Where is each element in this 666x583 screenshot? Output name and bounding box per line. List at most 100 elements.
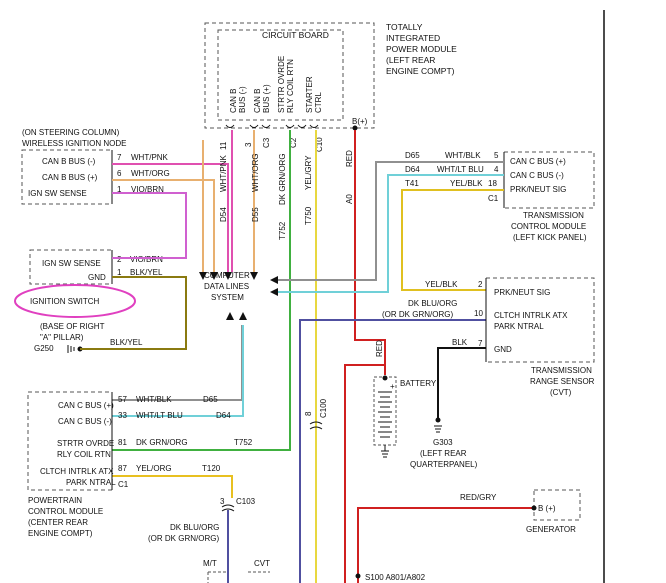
g250-ground-symbol bbox=[67, 345, 75, 353]
vlabel-dk-grn-org: DK GRN/ORG bbox=[278, 153, 287, 205]
pcm-row5-wire: YEL/ORG bbox=[136, 464, 172, 473]
win-row2-label: CAN B BUS (+) bbox=[42, 173, 98, 182]
wire-wht-lt-blu-tcm bbox=[278, 174, 504, 293]
splice-s100: S100 A801/A802 bbox=[355, 573, 426, 582]
tipm-pin1-label2: BUS (-) bbox=[238, 86, 247, 113]
tipm-pin-c10: C10 bbox=[315, 137, 324, 152]
win-title-1: (ON STEERING COLUMN) bbox=[22, 128, 120, 137]
g303-ground-symbol bbox=[434, 425, 442, 433]
arrow-up-2 bbox=[239, 312, 247, 320]
vlabel-a0: A0 bbox=[345, 194, 354, 204]
battery: + BATTERY bbox=[373, 375, 437, 458]
win-row2-wire: WHT/ORG bbox=[131, 169, 170, 178]
ign-row1-wire: VIO/BRN bbox=[130, 255, 163, 264]
wires-left bbox=[80, 130, 386, 583]
c103-wire-1: DK BLU/ORG bbox=[170, 523, 219, 532]
pcm-row2-label: CAN C BUS (-) bbox=[58, 417, 112, 426]
c103-symbol bbox=[221, 504, 235, 512]
tcm-row2-pin: 4 bbox=[494, 165, 499, 174]
wire-dk-grn-org bbox=[112, 130, 291, 451]
pcm-row5-label: CLTCH INTRLK ATX bbox=[40, 467, 114, 476]
tipm-pin5-label1: STARTER bbox=[305, 76, 314, 113]
trs-row2-label: CLTCH INTRLK ATX bbox=[494, 311, 568, 320]
tcm-row1-wire: WHT/BLK bbox=[445, 151, 481, 160]
tipm-pin3-label1: STRTR OVRDE bbox=[277, 56, 286, 113]
circuit-board-title: CIRCUIT BOARD bbox=[262, 30, 329, 40]
win-title-2: WIRELESS IGNITION NODE bbox=[22, 139, 126, 148]
ign-row2-label: GND bbox=[88, 273, 106, 282]
pcm-desc-3: (CENTER REAR bbox=[28, 518, 88, 527]
wire-wht-blk-pcm bbox=[112, 325, 243, 401]
win-box bbox=[21, 149, 113, 205]
c103-name: C103 bbox=[236, 497, 256, 506]
mt-label: M/T bbox=[203, 559, 217, 568]
g303-loc-2: QUARTERPANEL) bbox=[410, 460, 478, 469]
pcm-row2-circuit: D64 bbox=[216, 411, 231, 420]
wire-yel-org bbox=[112, 475, 233, 498]
arrow-4 bbox=[250, 272, 258, 280]
tipm-desc-2: INTEGRATED bbox=[386, 33, 440, 43]
tipm-desc-5: ENGINE COMPT) bbox=[386, 66, 455, 76]
tcm-row3-wire: YEL/BLK bbox=[450, 179, 483, 188]
mt-cvt-lines bbox=[207, 571, 270, 583]
battery-cells bbox=[378, 391, 392, 438]
trs-dkblu-1: DK BLU/ORG bbox=[408, 299, 457, 308]
ignition-switch-highlight bbox=[14, 284, 136, 318]
g303-node bbox=[435, 417, 441, 423]
generator-bplus: B (+) bbox=[538, 504, 556, 513]
pcm-row1-pin: 57 bbox=[118, 395, 127, 404]
c103-connector: 3 C103 DK BLU/ORG (OR DK GRN/ORG) M/T CV… bbox=[148, 497, 270, 583]
generator-name: GENERATOR bbox=[526, 525, 576, 534]
trs-yel-blk: YEL/BLK bbox=[425, 280, 458, 289]
generator-wire: RED/GRY bbox=[460, 493, 497, 502]
vlabel-wht-pnk: WHT/PNK bbox=[219, 154, 228, 192]
c100-label: C100 bbox=[319, 398, 328, 418]
win-row3-pin: 1 bbox=[117, 185, 122, 194]
pcm-desc-4: ENGINE COMPT) bbox=[28, 529, 93, 538]
tcm-desc-2: CONTROL MODULE bbox=[511, 222, 586, 231]
tipm-desc-1: TOTALLY bbox=[386, 22, 423, 32]
ign-mount-1: (BASE OF RIGHT bbox=[40, 322, 105, 331]
wire-wht-lt-blu-pcm bbox=[112, 325, 244, 417]
trs-blk: BLK bbox=[452, 338, 468, 347]
c103-wire-2: (OR DK GRN/ORG) bbox=[148, 534, 219, 543]
battery-label: BATTERY bbox=[400, 379, 437, 388]
tcm-row3-circuit: T41 bbox=[405, 179, 419, 188]
trs-desc-3: (CVT) bbox=[550, 388, 572, 397]
win-row1-wire: WHT/PNK bbox=[131, 153, 169, 162]
ignition-switch: IGN SW SENSE GND 2 1 VIO/BRN BLK/YEL IGN… bbox=[14, 249, 163, 353]
circuit-board-box bbox=[217, 29, 344, 121]
ign-title: IGNITION SWITCH bbox=[30, 297, 100, 306]
tcm-row3-label: PRK/NEUT SIG bbox=[510, 185, 566, 194]
battery-ground bbox=[381, 445, 389, 458]
trs-row4-label: GND bbox=[494, 345, 512, 354]
ign-row2-wire: BLK/YEL bbox=[130, 268, 163, 277]
tipm-pin-11: 11 bbox=[219, 141, 228, 150]
vlabel-red2: RED bbox=[375, 340, 384, 357]
pcm-row6-label: PARK NTRAL bbox=[66, 478, 116, 487]
wire-wht-blk-tcm bbox=[278, 161, 504, 281]
c103-pin: 3 bbox=[220, 497, 225, 506]
g303-label: G303 bbox=[433, 438, 453, 447]
transmission-range-sensor: PRK/NEUT SIG CLTCH INTRLK ATX PARK NTRAL… bbox=[382, 277, 595, 469]
cdls-line-1: COMPUTER bbox=[204, 271, 250, 280]
vlabel-yel-gry: YEL/GRY bbox=[304, 155, 313, 190]
tipm-pin2-label2: BUS (+) bbox=[262, 84, 271, 113]
tipm-desc-4: (LEFT REAR bbox=[386, 55, 435, 65]
ign-mount-2: "A" PILLAR) bbox=[40, 333, 84, 342]
tcm-desc-1: TRANSMISSION bbox=[523, 211, 584, 220]
wire-red-gry bbox=[357, 507, 534, 583]
win-row3-wire: VIO/BRN bbox=[131, 185, 164, 194]
cvt-label: CVT bbox=[254, 559, 270, 568]
tcm-row2-label: CAN C BUS (-) bbox=[510, 171, 564, 180]
pcm-row5-circuit: T120 bbox=[202, 464, 221, 473]
wire-vio-brn bbox=[112, 192, 187, 259]
wireless-ignition-node: (ON STEERING COLUMN) WIRELESS IGNITION N… bbox=[21, 128, 170, 205]
arrow-2 bbox=[210, 272, 218, 280]
win-row2-pin: 6 bbox=[117, 169, 122, 178]
tipm-bplus-label: B(+) bbox=[352, 117, 368, 126]
wires-right bbox=[227, 161, 534, 583]
generator-node bbox=[531, 505, 537, 511]
battery-node bbox=[382, 375, 388, 381]
tcm-row2-wire: WHT/LT BLU bbox=[437, 165, 484, 174]
